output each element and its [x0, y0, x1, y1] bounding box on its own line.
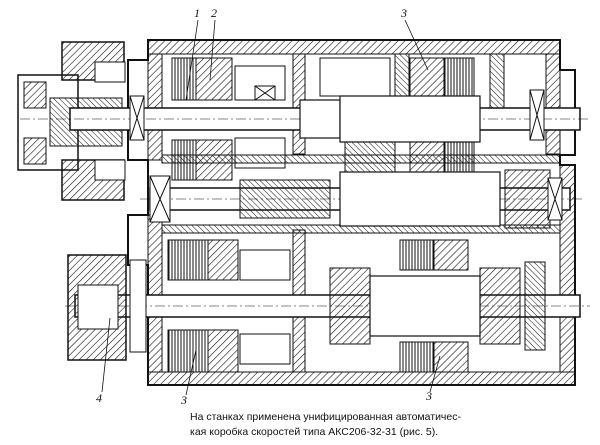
caption-line-2: кая коробка скоростей типа АКС206-32-31 …	[190, 426, 439, 438]
output-flange	[67, 254, 147, 361]
gearbox-section-drawing	[17, 19, 590, 396]
figure-caption: На станках применена унифицированная авт…	[190, 410, 490, 440]
callout-3-bottom-left: 3	[181, 393, 187, 407]
top-bearings	[129, 85, 545, 141]
callout-4: 4	[96, 391, 102, 405]
callout-2: 2	[211, 6, 217, 20]
bottom-gear-clutch-right	[399, 239, 546, 373]
drive-pulley	[17, 41, 126, 201]
caption-line-1: На станках применена унифицированная авт…	[190, 411, 461, 423]
callout-leaders	[101, 19, 441, 396]
callout-3-top: 3	[401, 6, 407, 20]
top-shaft	[20, 95, 590, 143]
bottom-gear-clutch-left	[167, 239, 291, 373]
top-gear-clutch-1	[171, 57, 286, 181]
middle-shaft	[140, 169, 585, 229]
bottom-shaft	[65, 267, 590, 345]
callout-3-bottom-right: 3	[426, 389, 432, 403]
callout-1: 1	[194, 6, 200, 20]
housing	[127, 39, 576, 386]
